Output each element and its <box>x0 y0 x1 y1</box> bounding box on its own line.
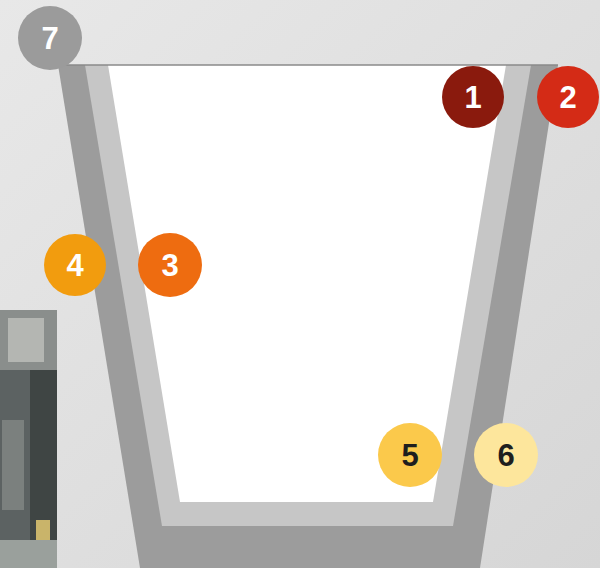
callout-number: 5 <box>401 440 418 471</box>
rim-line <box>58 64 558 66</box>
callout-number: 2 <box>559 82 576 113</box>
callout-number: 3 <box>161 250 178 281</box>
middle-lining <box>85 65 531 526</box>
callout-circle: 7 <box>18 6 82 70</box>
callout-circle: 3 <box>138 233 202 297</box>
callout-circle: 4 <box>44 234 106 296</box>
callout-circle: 5 <box>378 423 442 487</box>
callout-number: 6 <box>497 440 514 471</box>
callout-circle: 1 <box>442 66 504 128</box>
callout-circle: 2 <box>537 66 599 128</box>
callout-number: 7 <box>41 23 58 54</box>
inner-cavity <box>108 65 506 502</box>
callout-number: 1 <box>464 82 481 113</box>
callout-circle: 6 <box>474 423 538 487</box>
callout-number: 4 <box>66 250 83 281</box>
outer-shell <box>58 65 558 568</box>
photo-inset <box>0 310 57 568</box>
